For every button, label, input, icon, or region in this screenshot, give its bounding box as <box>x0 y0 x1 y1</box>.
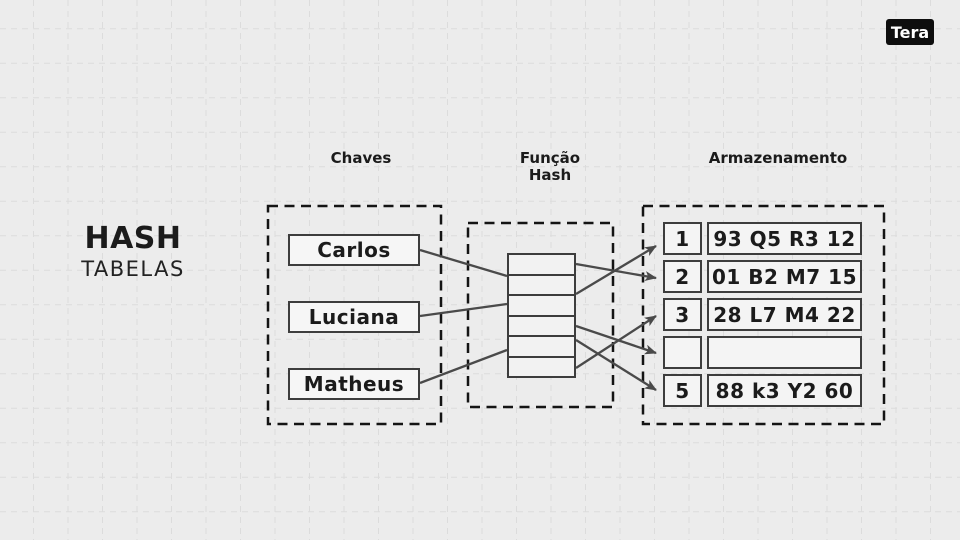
hash-cell <box>509 335 574 356</box>
slot-index-box: 3 <box>663 298 702 331</box>
keys-column-header: Chaves <box>330 149 392 167</box>
key-label: Luciana <box>308 305 400 329</box>
slot-value-box: 93 Q5 R3 12 <box>707 222 862 255</box>
slot-value-box <box>707 336 862 369</box>
key-box-matheus: Matheus <box>288 368 420 400</box>
slot-index-box: 2 <box>663 260 702 293</box>
slot-index-box: 5 <box>663 374 702 407</box>
key-box-carlos: Carlos <box>288 234 420 266</box>
hash-cell <box>509 273 574 295</box>
hash-column-header-line1: Função <box>519 149 581 167</box>
storage-row: 2 01 B2 M7 15 <box>663 260 862 293</box>
storage-column-header: Armazenamento <box>708 149 848 167</box>
hash-cell <box>509 355 574 377</box>
slot-index-box: 1 <box>663 222 702 255</box>
storage-row: 5 88 k3 Y2 60 <box>663 374 862 407</box>
hash-column-header: Função Hash <box>490 150 610 184</box>
hash-function-stack <box>507 253 576 378</box>
page-title: HASH <box>84 221 182 256</box>
slot-value-box: 88 k3 Y2 60 <box>707 374 862 407</box>
tera-logo: Tera <box>886 19 934 45</box>
page-subtitle: TABELAS <box>81 257 185 281</box>
storage-row: 3 28 L7 M4 22 <box>663 298 862 331</box>
storage-row-empty <box>663 336 862 369</box>
key-label: Matheus <box>303 372 405 396</box>
slot-value-box: 28 L7 M4 22 <box>707 298 862 331</box>
hash-column-header-line2: Hash <box>528 166 572 184</box>
storage-row: 1 93 Q5 R3 12 <box>663 222 862 255</box>
hash-cell <box>509 294 574 315</box>
key-box-luciana: Luciana <box>288 301 420 333</box>
title-block: HASH TABELAS <box>57 221 209 282</box>
key-label: Carlos <box>317 238 391 262</box>
hash-cell <box>509 255 574 274</box>
slot-value-box: 01 B2 M7 15 <box>707 260 862 293</box>
tera-logo-text: Tera <box>890 22 930 42</box>
slot-index-box <box>663 336 702 369</box>
hash-cell <box>509 314 574 336</box>
